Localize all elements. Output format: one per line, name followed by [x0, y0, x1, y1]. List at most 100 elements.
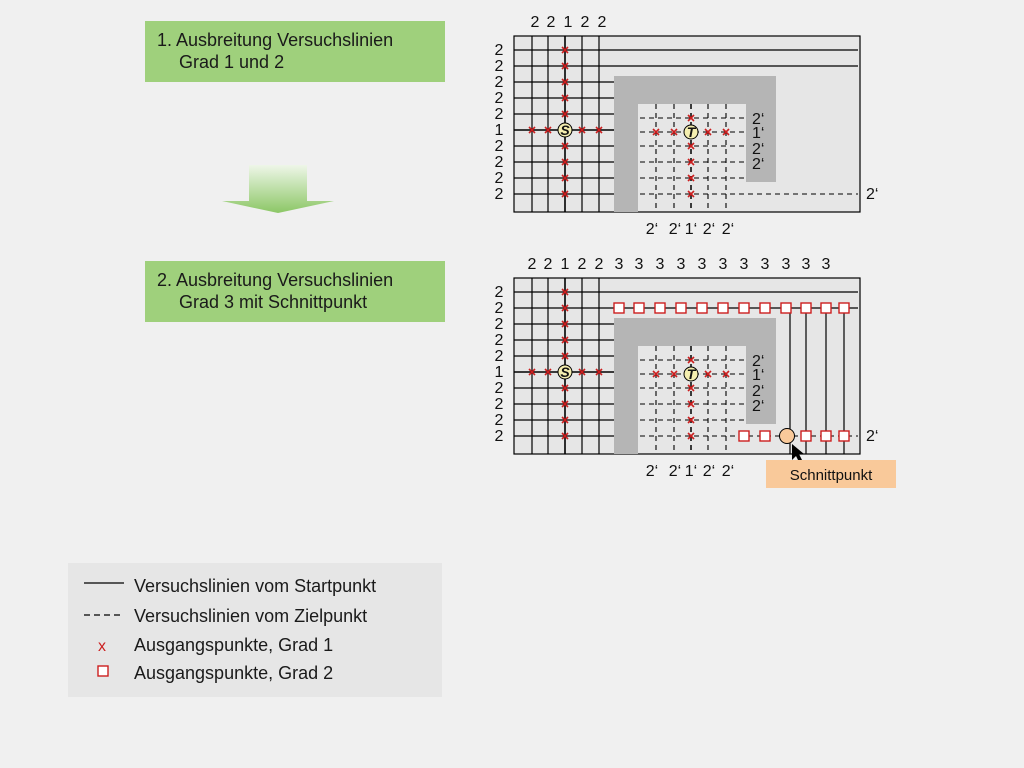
- red-x-marker: [528, 126, 536, 134]
- target-node-circle: [683, 366, 699, 382]
- intersection-label-box: [766, 460, 896, 488]
- red-x-marker: [561, 46, 569, 54]
- red-square-marker: [613, 302, 625, 314]
- legend-row-x: x Ausgangspunkte, Grad 1: [68, 634, 442, 656]
- bottom-label: 2‘: [703, 221, 715, 238]
- svg-text:x: x: [98, 638, 106, 655]
- right-label: 2‘: [752, 353, 764, 370]
- step2-box: 2. Ausbreitung Versuchslinien Grad 3 mit…: [145, 261, 445, 322]
- red-x-marker: [561, 142, 569, 150]
- left-label: 2: [495, 412, 504, 429]
- left-label: 2: [495, 58, 504, 75]
- start-node-circle: [557, 364, 573, 380]
- start-node-circle: [557, 122, 573, 138]
- step2-title: 2. Ausbreitung Versuchslinien: [157, 270, 394, 290]
- red-x-marker: [687, 416, 695, 424]
- solid-line-icon: [84, 582, 124, 584]
- top-label: 2: [544, 256, 553, 273]
- red-x-marker: [544, 368, 552, 376]
- legend-label: Ausgangspunkte, Grad 1: [134, 635, 334, 655]
- top-label: 3: [656, 256, 665, 273]
- red-x-marker: [561, 320, 569, 328]
- bottom-label: 2‘: [646, 463, 658, 480]
- top-label: 3: [615, 256, 624, 273]
- left-label: 2: [495, 170, 504, 187]
- bottom-label: 2‘: [703, 463, 715, 480]
- red-x-marker: [561, 94, 569, 102]
- red-x-marker: [687, 400, 695, 408]
- red-x-marker: [561, 288, 569, 296]
- red-x-marker: [578, 368, 586, 376]
- left-label: 2: [495, 186, 504, 203]
- legend-row-dashed: Versuchslinien vom Zielpunkt: [68, 605, 442, 627]
- legend-label: Versuchslinien vom Startpunkt: [134, 576, 377, 596]
- left-label: 2: [495, 316, 504, 333]
- red-square-marker: [738, 430, 750, 442]
- red-square-marker: [759, 430, 771, 442]
- legend: Versuchslinien vom Startpunkt Versuchsli…: [68, 563, 442, 697]
- extra-right-label: 2‘: [866, 428, 878, 445]
- left-label: 2: [495, 332, 504, 349]
- top-label: 2: [581, 14, 590, 31]
- left-label: 2: [495, 90, 504, 107]
- legend-label: Ausgangspunkte, Grad 2: [134, 663, 334, 683]
- left-label: 1: [495, 122, 504, 139]
- obstacle: [614, 76, 638, 212]
- intersection-label: Schnittpunkt: [790, 467, 873, 484]
- left-label: 2: [495, 106, 504, 123]
- left-label: 2: [495, 138, 504, 155]
- top-label: 3: [761, 256, 770, 273]
- red-square-marker: [759, 302, 771, 314]
- top-label: 2: [578, 256, 587, 273]
- right-label: 2‘: [752, 141, 764, 158]
- red-square-marker: [820, 302, 832, 314]
- red-square-marker: [780, 302, 792, 314]
- bottom-label: 2‘: [722, 221, 734, 238]
- top-label: 3: [740, 256, 749, 273]
- red-x-marker: [652, 370, 660, 378]
- red-square-marker: [633, 302, 645, 314]
- right-label: 1‘: [752, 125, 764, 142]
- top-label: 1: [561, 256, 570, 273]
- left-label: 2: [495, 348, 504, 365]
- red-x-marker: [687, 174, 695, 182]
- top-label: 3: [635, 256, 644, 273]
- top-label: 3: [822, 256, 831, 273]
- red-x-marker: [561, 400, 569, 408]
- red-square-marker: [838, 302, 850, 314]
- red-x-marker: [561, 190, 569, 198]
- red-x-marker: [561, 110, 569, 118]
- left-label: 1: [495, 364, 504, 381]
- bottom-label: 2‘: [669, 463, 681, 480]
- cursor-arrow-icon: [792, 444, 804, 464]
- legend-row-solid: Versuchslinien vom Startpunkt: [68, 575, 442, 597]
- red-square-icon: [97, 665, 109, 677]
- red-square-marker: [696, 302, 708, 314]
- bottom-label: 1‘: [685, 221, 697, 238]
- red-x-marker: [652, 128, 660, 136]
- red-x-marker: [704, 128, 712, 136]
- red-x-marker: [687, 114, 695, 122]
- red-x-marker: [722, 370, 730, 378]
- top-label: 2: [595, 256, 604, 273]
- start-node-label: S: [560, 122, 570, 138]
- left-label: 2: [495, 428, 504, 445]
- bottom-label: 1‘: [685, 463, 697, 480]
- red-x-marker: [561, 78, 569, 86]
- red-x-marker: [561, 174, 569, 182]
- red-square-marker: [738, 302, 750, 314]
- top-label: 2: [598, 14, 607, 31]
- left-label: 2: [495, 42, 504, 59]
- red-x-marker: [687, 432, 695, 440]
- red-x-marker: [561, 158, 569, 166]
- extra-right-label: 2‘: [866, 186, 878, 203]
- red-x-marker: [528, 368, 536, 376]
- top-label: 1: [564, 14, 573, 31]
- step1-box: 1. Ausbreitung Versuchslinien Grad 1 und…: [145, 21, 445, 82]
- start-node-label: S: [560, 364, 570, 380]
- obstacle: [614, 318, 638, 454]
- bottom-label: 2‘: [722, 463, 734, 480]
- left-label: 2: [495, 154, 504, 171]
